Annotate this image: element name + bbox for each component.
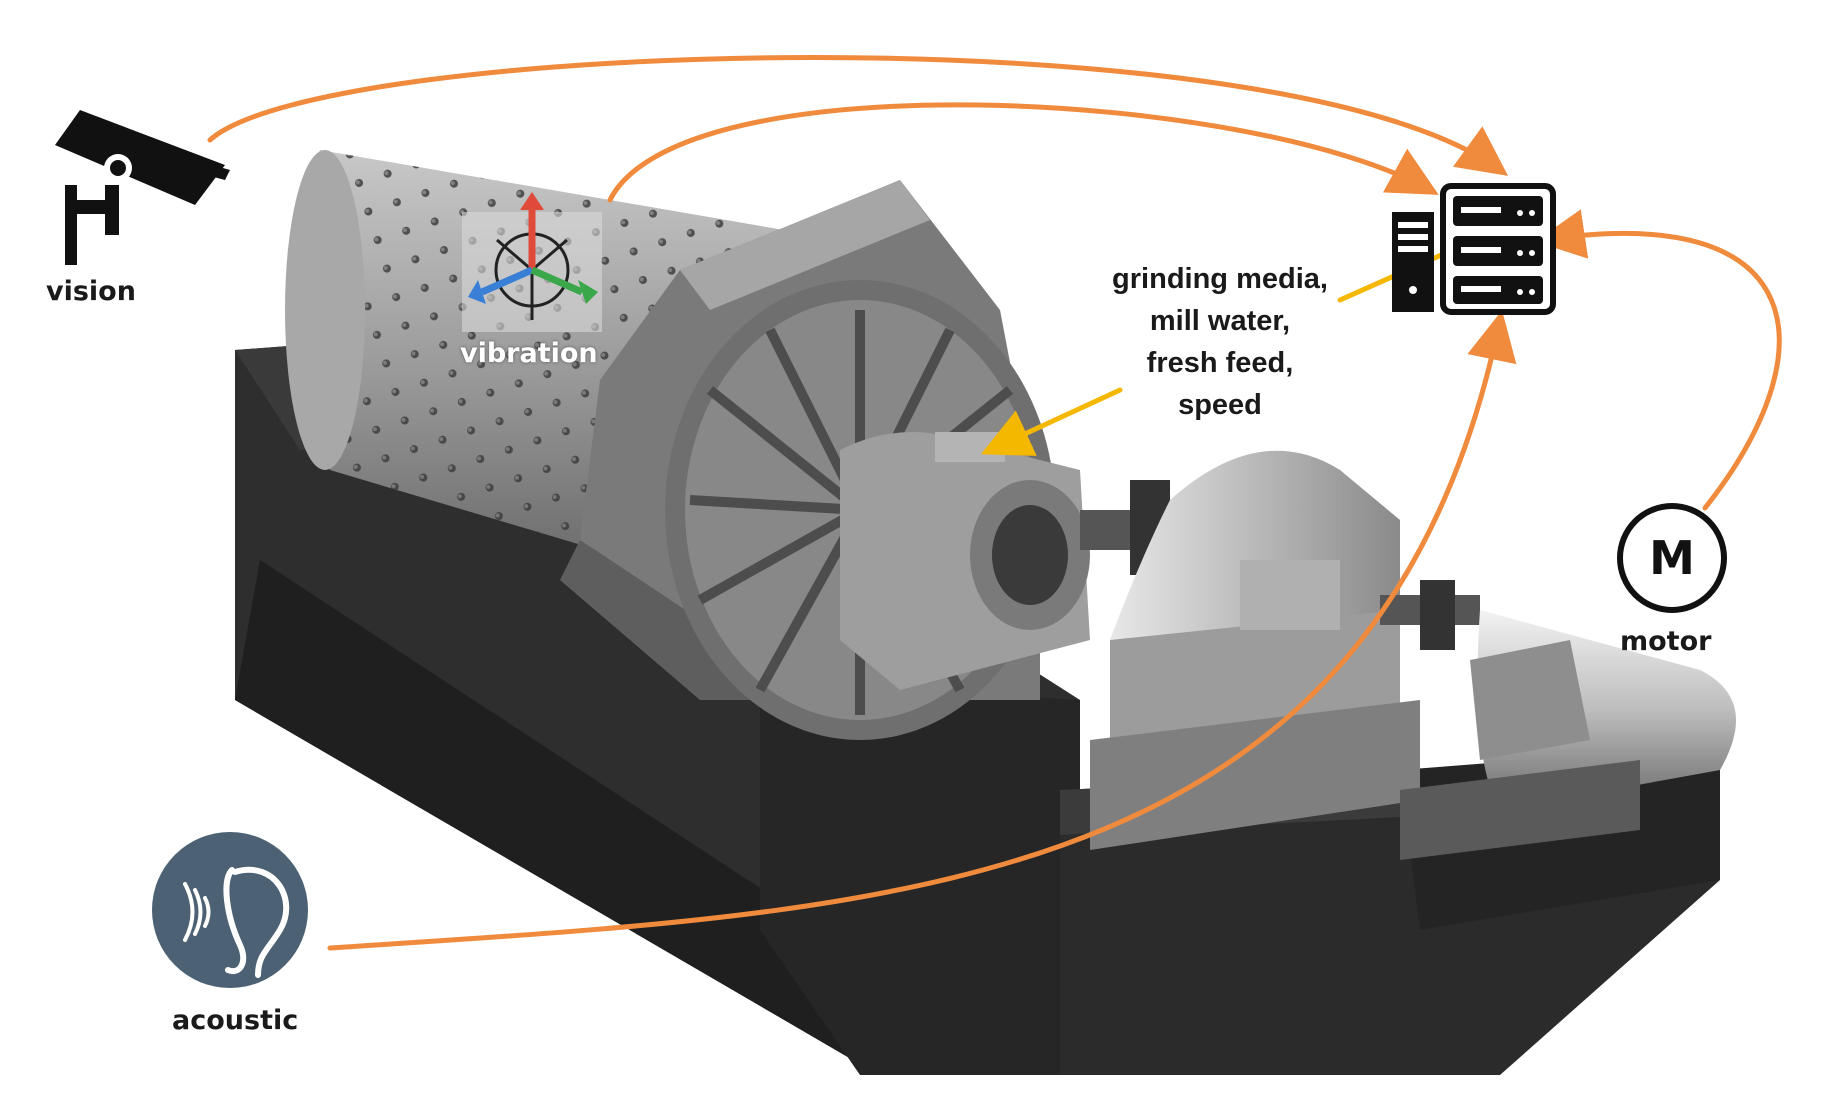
vibration-axes-icon <box>462 192 602 332</box>
motor-symbol: M <box>1649 531 1695 585</box>
process-input-speed: speed <box>1178 389 1262 421</box>
connector-motor <box>1535 209 1782 511</box>
server-icon <box>1392 183 1556 315</box>
process-input-grinding-media: grinding media, <box>1112 263 1328 295</box>
process-input-mill-water: mill water, <box>1149 305 1291 337</box>
ear-icon <box>152 832 308 988</box>
acoustic-label: acoustic <box>172 1005 299 1036</box>
drive-motor <box>1380 580 1736 860</box>
camera-icon <box>55 110 230 265</box>
process-arrow-to-mill <box>980 387 1123 456</box>
vibration-label: vibration <box>460 338 598 369</box>
trunnion-bearing <box>840 432 1090 690</box>
motor-label: motor <box>1620 626 1712 657</box>
motor-icon: M <box>1617 503 1727 613</box>
gearbox <box>1080 450 1420 850</box>
process-inputs-label: grinding media, mill water, fresh feed, … <box>1080 258 1360 426</box>
connector-acoustic <box>327 310 1517 951</box>
process-input-fresh-feed: fresh feed, <box>1146 347 1294 379</box>
connector-vibration <box>607 102 1439 203</box>
connector-vision <box>207 55 1509 176</box>
vision-label: vision <box>46 276 136 307</box>
